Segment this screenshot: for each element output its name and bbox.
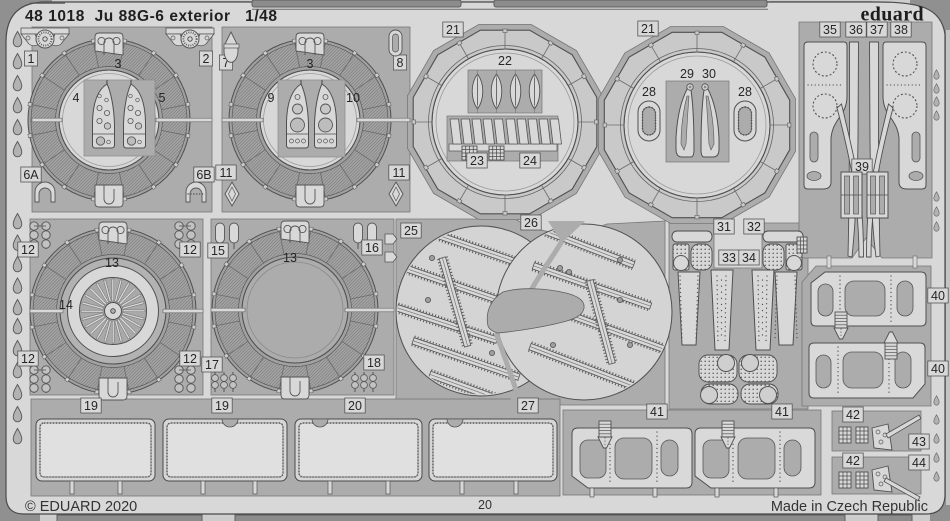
svg-text:36: 36: [849, 23, 863, 37]
svg-text:28: 28: [738, 85, 752, 99]
svg-text:21: 21: [641, 22, 655, 36]
svg-text:8: 8: [397, 56, 404, 70]
svg-text:eduard: eduard: [860, 4, 924, 26]
svg-text:23: 23: [470, 154, 484, 168]
svg-text:32: 32: [747, 220, 761, 234]
svg-text:42: 42: [846, 408, 860, 422]
svg-text:24: 24: [523, 154, 537, 168]
svg-text:© EDUARD 2020: © EDUARD 2020: [25, 499, 137, 515]
svg-text:10: 10: [346, 91, 360, 105]
svg-text:14: 14: [59, 298, 73, 312]
svg-text:20: 20: [348, 399, 362, 413]
svg-text:30: 30: [702, 67, 716, 81]
svg-text:1: 1: [28, 52, 35, 66]
svg-text:44: 44: [912, 456, 926, 470]
svg-text:43: 43: [912, 435, 926, 449]
svg-text:38: 38: [894, 23, 908, 37]
svg-text:12: 12: [183, 352, 197, 366]
svg-text:21: 21: [446, 23, 460, 37]
svg-text:3: 3: [307, 57, 314, 71]
svg-text:15: 15: [211, 244, 225, 258]
svg-text:26: 26: [524, 216, 538, 230]
svg-text:19: 19: [215, 399, 229, 413]
svg-text:3: 3: [115, 57, 122, 71]
svg-text:40: 40: [931, 362, 945, 376]
svg-text:19: 19: [84, 399, 98, 413]
svg-text:11: 11: [220, 166, 233, 180]
svg-text:41: 41: [775, 405, 789, 419]
svg-text:48 1018 Ju 88G-6 exterior 1: 48 1018 Ju 88G-6 exterior 1/48: [25, 8, 278, 25]
svg-text:13: 13: [105, 256, 119, 270]
svg-text:35: 35: [823, 23, 837, 37]
svg-text:33: 33: [722, 251, 736, 265]
svg-text:12: 12: [21, 352, 35, 366]
svg-text:5: 5: [159, 91, 166, 105]
svg-text:29: 29: [680, 67, 694, 81]
svg-text:6A: 6A: [23, 168, 39, 182]
svg-text:6B: 6B: [196, 168, 211, 182]
svg-text:39: 39: [855, 160, 869, 174]
svg-text:9: 9: [268, 91, 275, 105]
svg-text:40: 40: [931, 289, 945, 303]
svg-text:13: 13: [283, 251, 297, 265]
svg-text:12: 12: [21, 243, 35, 257]
svg-text:18: 18: [367, 356, 381, 370]
svg-text:27: 27: [521, 399, 535, 413]
svg-text:16: 16: [365, 241, 379, 255]
svg-text:12: 12: [183, 243, 197, 257]
svg-text:34: 34: [742, 251, 756, 265]
svg-text:11: 11: [393, 166, 406, 180]
svg-text:25: 25: [404, 224, 418, 238]
svg-text:28: 28: [642, 85, 656, 99]
svg-text:20: 20: [478, 498, 492, 512]
svg-text:4: 4: [73, 91, 80, 105]
svg-text:42: 42: [846, 454, 860, 468]
svg-text:Made in Czech Republic: Made in Czech Republic: [771, 499, 928, 515]
svg-text:31: 31: [717, 220, 731, 234]
svg-text:17: 17: [205, 358, 219, 372]
svg-text:22: 22: [498, 54, 512, 68]
svg-text:37: 37: [870, 23, 884, 37]
svg-text:7: 7: [223, 56, 230, 70]
svg-text:2: 2: [203, 52, 210, 66]
svg-text:41: 41: [650, 405, 664, 419]
